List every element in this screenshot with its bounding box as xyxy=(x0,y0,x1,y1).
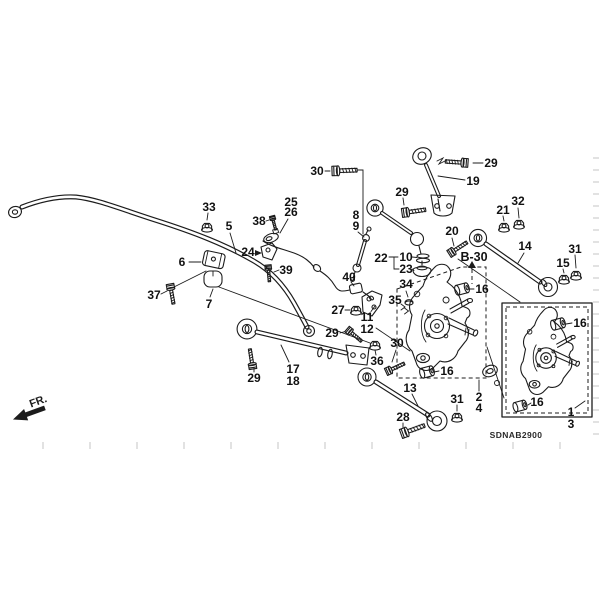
callout-24-arrowhead xyxy=(255,250,262,256)
lower-arm-14 xyxy=(468,228,557,296)
bracket-24 xyxy=(261,243,277,260)
washer-10 xyxy=(417,254,430,263)
callout-30: 30 xyxy=(390,336,404,350)
callout-15: 15 xyxy=(556,256,570,270)
bolt-30-top-icon xyxy=(331,164,358,177)
callout-40: 40 xyxy=(342,270,356,284)
nut-15-icon xyxy=(558,274,570,285)
stabilizer-bar-5 xyxy=(7,197,314,337)
callout-31: 31 xyxy=(450,392,464,406)
nut-36-icon xyxy=(369,340,381,351)
callout-3: 3 xyxy=(567,417,575,431)
bolt-29-middle-icon xyxy=(400,204,427,219)
bushing-16-lower-icon xyxy=(418,364,436,380)
callout-31: 31 xyxy=(568,242,582,256)
clip-35 xyxy=(401,304,409,314)
callout-5: 5 xyxy=(225,219,233,233)
abs-sensor-wire-40 xyxy=(263,241,374,301)
nut-33-icon xyxy=(201,222,213,233)
callout-33: 33 xyxy=(202,200,216,214)
trailing-arm-17-18 xyxy=(236,318,369,365)
nut-32-icon xyxy=(513,219,525,230)
bushing-16-box-bottom-icon xyxy=(511,399,529,413)
callout-20: 20 xyxy=(445,224,459,238)
callout-16: 16 xyxy=(530,395,544,409)
callout-19: 19 xyxy=(466,174,480,188)
callout-16: 16 xyxy=(475,282,489,296)
callout-12: 12 xyxy=(360,322,374,336)
bolt-30-center-icon xyxy=(383,359,407,377)
callout-10: 10 xyxy=(399,250,413,264)
callout-11: 11 xyxy=(360,310,374,324)
callout-6: 6 xyxy=(178,255,186,269)
callout-1: 1 xyxy=(567,405,575,419)
stabilizer-link-8-9 xyxy=(351,227,372,282)
nut-31-lower-icon xyxy=(451,412,463,423)
callout-2: 2 xyxy=(475,390,483,404)
callout-7: 7 xyxy=(205,297,213,311)
callout-29: 29 xyxy=(395,185,409,199)
callout-21: 21 xyxy=(496,203,510,217)
callout-28: 28 xyxy=(396,410,410,424)
callout-29: 29 xyxy=(325,326,339,340)
bolt-29-top-icon xyxy=(444,156,469,169)
callout-14: 14 xyxy=(518,239,532,253)
callout-29: 29 xyxy=(247,371,261,385)
fr-label: FR. xyxy=(28,393,49,410)
callout-26: 26 xyxy=(284,205,298,219)
callout-36: 36 xyxy=(370,354,384,368)
fr-direction-arrow: FR. xyxy=(12,393,49,421)
diagram-code: SDNAB2900 xyxy=(489,430,543,440)
callout-38: 38 xyxy=(252,214,266,228)
callout-35: 35 xyxy=(388,293,402,307)
nut-31-right-icon xyxy=(570,270,582,281)
callout-27: 27 xyxy=(331,303,345,317)
ref-label-b30: B-30 xyxy=(460,250,488,264)
callout-22: 22 xyxy=(374,251,388,265)
scan-tick-marks xyxy=(43,158,599,449)
callout-34: 34 xyxy=(399,277,413,291)
callout-30: 30 xyxy=(310,164,324,178)
knuckle-2-4 xyxy=(405,263,480,371)
callout-23: 23 xyxy=(399,262,413,276)
callout-37: 37 xyxy=(147,288,161,302)
upper-arm-ball-joint xyxy=(366,199,424,254)
bushing-16-upper-icon xyxy=(453,281,471,297)
upper-arm-19 xyxy=(410,145,455,216)
callout-16: 16 xyxy=(440,364,454,378)
callout-4: 4 xyxy=(475,401,483,415)
callout-18: 18 xyxy=(286,374,300,388)
stabilizer-bushing-7 xyxy=(204,271,222,287)
callout-39: 39 xyxy=(279,263,293,277)
callout-9: 9 xyxy=(352,219,360,233)
callout-13: 13 xyxy=(403,381,417,395)
callout-17: 17 xyxy=(286,362,300,376)
callout-16: 16 xyxy=(573,316,587,330)
b30-reference-arrow xyxy=(468,261,476,284)
callout-25: 25 xyxy=(284,195,298,209)
break-mark xyxy=(437,158,445,164)
nut-21-icon xyxy=(498,222,510,233)
callout-8: 8 xyxy=(352,208,360,222)
knuckle-box-1-3 xyxy=(502,303,592,417)
callout-24: 24 xyxy=(241,245,255,259)
spindle-washer xyxy=(481,363,499,385)
stop-34 xyxy=(405,300,413,305)
leader-lines xyxy=(161,163,585,428)
control-rod-13 xyxy=(357,367,447,431)
callout-32: 32 xyxy=(511,194,525,208)
callout-29: 29 xyxy=(484,156,498,170)
stabilizer-holder-6 xyxy=(202,250,226,269)
bracket-11-12 xyxy=(362,291,382,316)
bushing-16-box-top-icon xyxy=(549,316,567,332)
dashed-box-2-4 xyxy=(397,267,486,378)
bolt-29-trailing-icon xyxy=(245,347,258,371)
